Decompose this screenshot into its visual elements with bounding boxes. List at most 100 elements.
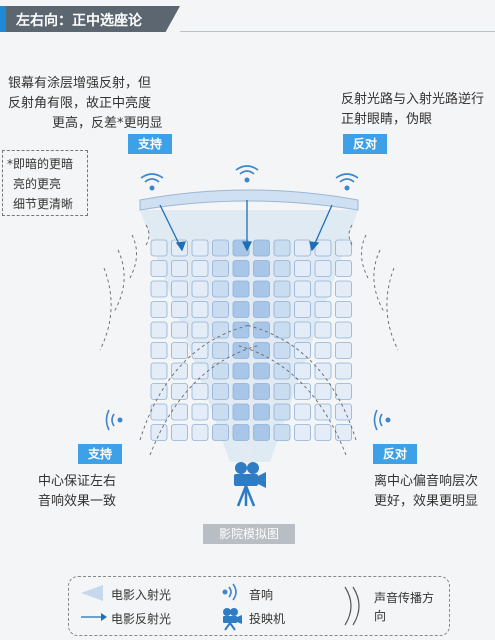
seat — [273, 260, 291, 277]
seat — [335, 342, 352, 359]
seat — [253, 403, 270, 421]
seat — [314, 383, 332, 400]
seat — [314, 321, 332, 339]
seat — [171, 403, 188, 421]
seat — [335, 260, 352, 277]
seat — [232, 424, 250, 441]
bottom-right-line-2: 更好，效果更明显 — [374, 494, 479, 509]
seat — [273, 280, 291, 298]
seat — [335, 383, 352, 400]
seat — [191, 403, 209, 421]
seat — [253, 239, 270, 257]
top-right-line-2: 正射眼睛，伪眼 — [341, 112, 433, 127]
seat — [314, 260, 332, 277]
incident-light-icon — [81, 585, 103, 601]
legend-reflected-light: 电影反射光 — [111, 612, 172, 626]
seat — [150, 260, 168, 277]
seat — [294, 424, 311, 441]
contrast-note-box: *即暗的更暗 亮的更亮 细节更清晰 — [2, 150, 88, 216]
seat — [294, 342, 311, 359]
top-speaker-icons — [140, 165, 359, 191]
legend-sound-direction: 声音传播方向 — [374, 591, 435, 623]
seat — [232, 342, 250, 359]
seat — [150, 342, 168, 359]
seat — [314, 403, 332, 421]
seat — [253, 383, 270, 400]
section-title-bar: 左右向：正中选座论 — [0, 6, 180, 32]
seat — [232, 362, 250, 380]
seat — [191, 260, 209, 277]
seat — [212, 403, 229, 421]
note-line-1: *即暗的更暗 — [7, 157, 74, 171]
legend-projector: 投映机 — [249, 612, 286, 626]
section-title: 左右向：正中选座论 — [16, 13, 142, 29]
legend-incident-light: 电影入射光 — [111, 588, 172, 602]
seat — [150, 403, 168, 421]
side-speaker-icons — [105, 409, 391, 431]
top-left-line-1: 银幕有涂层增强反射，但 — [8, 76, 152, 91]
seat — [294, 321, 311, 339]
seat — [232, 260, 250, 277]
seat — [171, 280, 188, 298]
seat — [212, 280, 229, 298]
seat — [253, 342, 270, 359]
sound-icon — [222, 583, 237, 601]
seat — [314, 280, 332, 298]
seat — [171, 424, 188, 441]
seat — [171, 321, 188, 339]
seat — [335, 424, 352, 441]
seat — [212, 321, 229, 339]
seat — [150, 424, 168, 441]
seat — [171, 362, 188, 380]
seat — [314, 362, 332, 380]
seat — [171, 342, 188, 359]
seat — [294, 239, 311, 257]
seat — [273, 342, 291, 359]
seat — [294, 403, 311, 421]
seat — [191, 280, 209, 298]
legend-sound: 音响 — [249, 588, 274, 602]
seat — [150, 383, 168, 400]
seat — [212, 301, 229, 318]
seat — [212, 342, 229, 359]
seat — [191, 301, 209, 318]
bottom-left-line-1: 中心保证左右 — [38, 474, 117, 489]
seat — [273, 301, 291, 318]
seat — [171, 260, 188, 277]
seat — [212, 362, 229, 380]
oppose-tag-bottom: 反对 — [373, 444, 417, 464]
seat — [232, 301, 250, 318]
seat — [191, 362, 209, 380]
seat — [171, 383, 188, 400]
legend-box: 电影入射光 电影反射光 音响 投映机 声音传播方向 — [68, 576, 450, 636]
seat — [335, 239, 352, 257]
projector-legend-icon — [223, 608, 242, 631]
sound-direction-icon — [344, 586, 360, 626]
seat — [150, 280, 168, 298]
seat — [171, 301, 188, 318]
seat — [212, 239, 229, 257]
seat — [335, 301, 352, 318]
seat — [294, 301, 311, 318]
seat — [253, 362, 270, 380]
seat — [191, 239, 209, 257]
note-line-2: 亮的更亮 — [13, 177, 62, 191]
projector-icon — [234, 462, 266, 507]
screen — [139, 189, 359, 211]
seat — [335, 362, 352, 380]
seat — [294, 383, 311, 400]
title-divider — [180, 31, 495, 32]
bottom-right-line-1: 离中心偏音响层次 — [374, 474, 479, 489]
seat — [273, 239, 291, 257]
reflected-arrowhead-right — [309, 241, 320, 252]
seat — [335, 403, 352, 421]
seat — [273, 362, 291, 380]
seat — [314, 301, 332, 318]
speaker-icon-lower-right — [373, 409, 391, 431]
seat — [232, 321, 250, 339]
seat — [191, 321, 209, 339]
sound-wave-arcs — [99, 224, 399, 456]
seat — [253, 301, 270, 318]
seat — [232, 280, 250, 298]
